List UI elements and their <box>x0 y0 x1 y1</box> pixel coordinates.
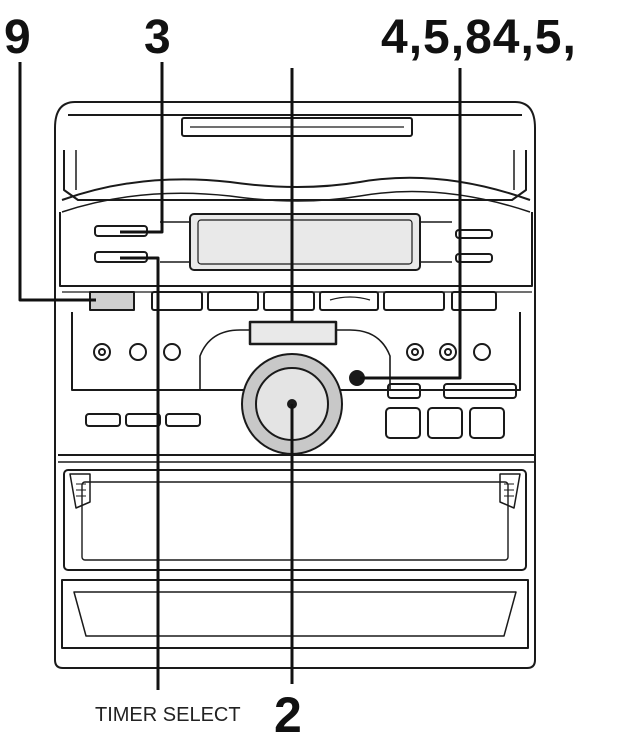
jack-right-2 <box>439 343 457 361</box>
cabinet-outline <box>54 101 536 669</box>
jack-right-3 <box>473 343 491 361</box>
flat-button-1 <box>85 413 121 427</box>
jack-right-1 <box>406 343 424 361</box>
control-button-2 <box>427 407 463 439</box>
callout-leaders <box>18 62 462 690</box>
top-wave-band <box>61 176 531 201</box>
control-button-1 <box>385 407 421 439</box>
button-right-lower <box>455 253 493 263</box>
control-button-3 <box>469 407 505 439</box>
upper-shelf <box>63 150 527 201</box>
cd-slot <box>181 117 413 137</box>
button-right-upper <box>455 229 493 239</box>
callout-2: 2 <box>274 687 302 743</box>
callout-3: 3 <box>144 11 171 64</box>
button-9 <box>89 291 135 311</box>
callout-4-5-8: 4,5,84,5, <box>381 11 577 64</box>
cassette-door <box>63 469 527 571</box>
jack-left-1 <box>93 343 111 361</box>
jack-left-2 <box>129 343 147 361</box>
jack-left-3 <box>163 343 181 361</box>
callout-9: 9 <box>4 11 31 64</box>
flat-button-2 <box>125 413 161 427</box>
center-indicator <box>248 320 338 346</box>
display-window <box>189 213 421 271</box>
base-panel <box>61 579 529 649</box>
flat-button-3 <box>165 413 201 427</box>
timer-select-label: TIMER SELECT <box>95 704 241 726</box>
